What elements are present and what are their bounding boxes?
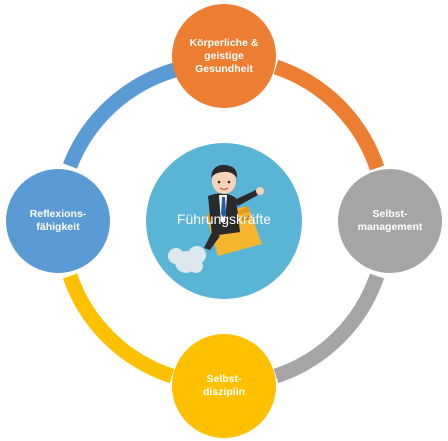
arc-blue: [63, 62, 178, 169]
businessman-illustration: [168, 164, 264, 273]
node-circle-selbstdisziplin: [172, 334, 276, 438]
head: [212, 168, 236, 194]
arc-orange: [273, 59, 385, 171]
ring: [62, 59, 385, 384]
node-circle-gesundheit: [172, 4, 276, 108]
hair: [211, 164, 238, 178]
legs: [204, 232, 220, 250]
arc-gray: [273, 273, 385, 384]
node-circle-reflexion: [6, 169, 110, 273]
node-label-selbstdisziplin: Selbst- disziplin: [203, 373, 245, 398]
node-label-selbstmanagement: Selbst- management: [357, 208, 423, 233]
node-label-reflexion: Reflexions- fähigkeit: [29, 208, 87, 233]
arc-yellow: [62, 273, 175, 384]
node-circle-selbstmanagement: [338, 169, 442, 273]
center-label: Führungskräfte: [176, 211, 272, 227]
node-label-gesundheit: Körperliche & geistige Gesundheit: [189, 36, 259, 75]
tie: [221, 197, 226, 218]
smoke-cloud-icon: [168, 246, 206, 273]
arm: [234, 190, 258, 206]
hand: [256, 187, 264, 195]
